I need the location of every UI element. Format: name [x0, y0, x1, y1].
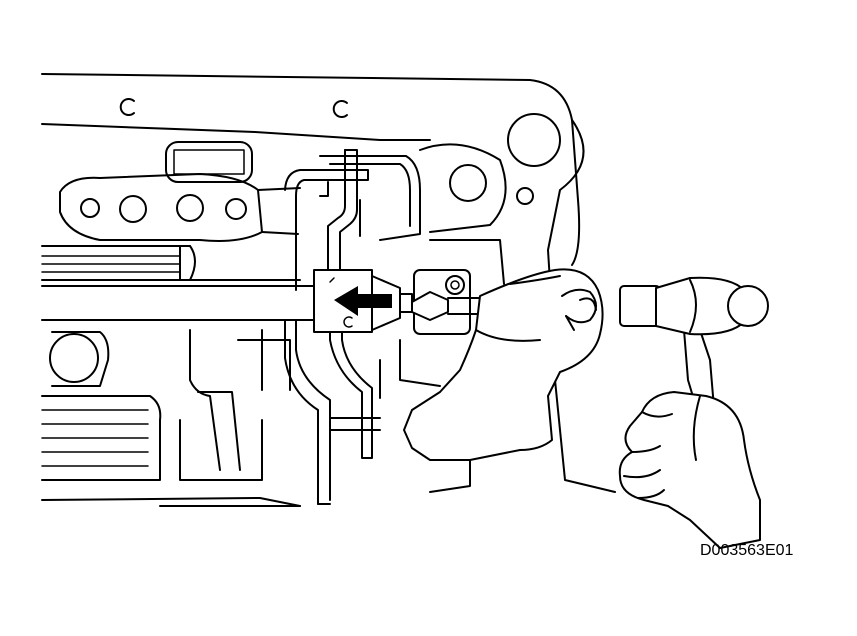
left-ribs — [41, 245, 301, 281]
tool-shaft — [41, 285, 321, 321]
gasket-plate — [59, 173, 301, 242]
oil-tubes — [284, 149, 381, 505]
figure-code-label: D003563E01 — [700, 542, 794, 559]
lower-case-details — [41, 329, 441, 481]
upper-passages — [165, 141, 505, 285]
hammer — [619, 276, 769, 421]
right-hand — [618, 391, 761, 549]
left-hand — [403, 268, 604, 461]
left-arrow-icon — [334, 286, 392, 316]
transmission-case — [41, 73, 616, 507]
